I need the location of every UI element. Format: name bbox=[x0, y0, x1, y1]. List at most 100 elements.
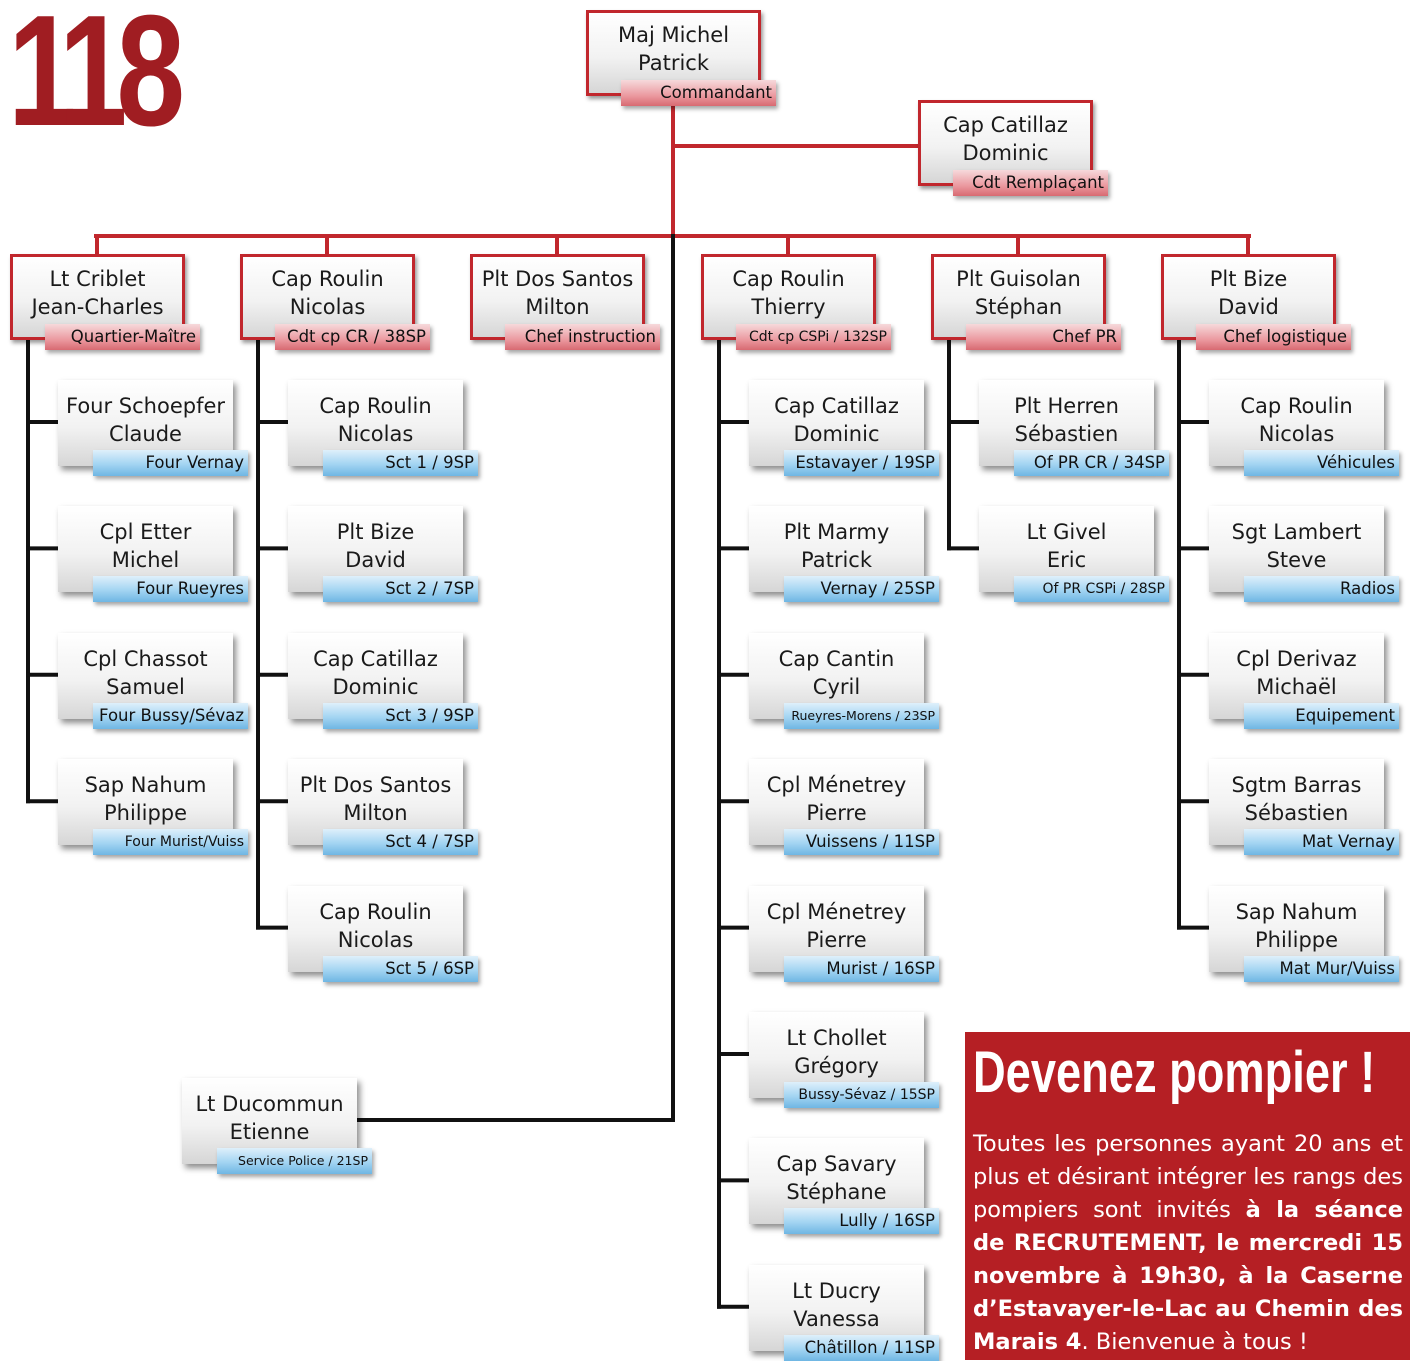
role-tag: Four Rueyres bbox=[93, 576, 248, 603]
role-tag: Of PR CR / 34SP bbox=[1014, 450, 1169, 476]
role-tag: Vuissens / 11SP bbox=[784, 829, 939, 856]
role-tag: Sct 5 / 6SP bbox=[323, 955, 478, 982]
role-tag: Mat Mur/Vuiss bbox=[1244, 955, 1399, 982]
role-tag: Cdt cp CR / 38SP bbox=[275, 324, 430, 350]
recruitment-text-bold: à la séance de RECRUTEMENT, le mercredi … bbox=[973, 1197, 1403, 1355]
recruitment-text: Toutes les personnes ayant 20 ans et plu… bbox=[973, 1128, 1403, 1359]
role-tag: Chef instruction bbox=[505, 324, 660, 350]
role-tag: Sct 3 / 9SP bbox=[323, 702, 478, 729]
recruitment-headline: Devenez pompier ! bbox=[973, 1040, 1376, 1105]
role-tag: Cdt cp CSPi / 132SP bbox=[736, 324, 891, 350]
role-tag: Lully / 16SP bbox=[784, 1208, 939, 1235]
role-tag: Sct 2 / 7SP bbox=[323, 576, 478, 603]
role-tag: Châtillon / 11SP bbox=[784, 1334, 939, 1361]
role-tag: Bussy-Sévaz / 15SP bbox=[784, 1082, 939, 1108]
recruitment-text-plain: Toutes les personnes ayant 20 ans et plu… bbox=[973, 1131, 1403, 1223]
role-tag: Service Police / 21SP bbox=[217, 1148, 372, 1174]
role-tag: Equipement bbox=[1244, 702, 1399, 729]
recruitment-panel: Devenez pompier ! Toutes les personnes a… bbox=[965, 1032, 1410, 1360]
recruitment-text-end: . Bienvenue à tous ! bbox=[1081, 1329, 1308, 1355]
role-tag: Vernay / 25SP bbox=[784, 576, 939, 603]
role-tag: Chef PR bbox=[966, 324, 1121, 350]
role-tag: Cdt Remplaçant bbox=[953, 170, 1108, 196]
role-tag: Four Vernay bbox=[93, 450, 248, 476]
role-tag: Véhicules bbox=[1244, 450, 1399, 476]
role-tag: Radios bbox=[1244, 576, 1399, 603]
role-tag: Of PR CSPi / 28SP bbox=[1014, 576, 1169, 603]
role-tag: Estavayer / 19SP bbox=[784, 450, 939, 476]
role-tag: Four Murist/Vuiss bbox=[93, 829, 248, 856]
role-tag: Quartier-Maître bbox=[45, 324, 200, 350]
role-tag: Murist / 16SP bbox=[784, 955, 939, 982]
role-tag: Sct 4 / 7SP bbox=[323, 829, 478, 856]
role-tag: Four Bussy/Sévaz bbox=[93, 702, 248, 729]
role-tag: Rueyres-Morens / 23SP bbox=[784, 702, 939, 729]
role-tag: Commandant bbox=[621, 80, 776, 106]
role-tag: Chef logistique bbox=[1196, 324, 1351, 350]
